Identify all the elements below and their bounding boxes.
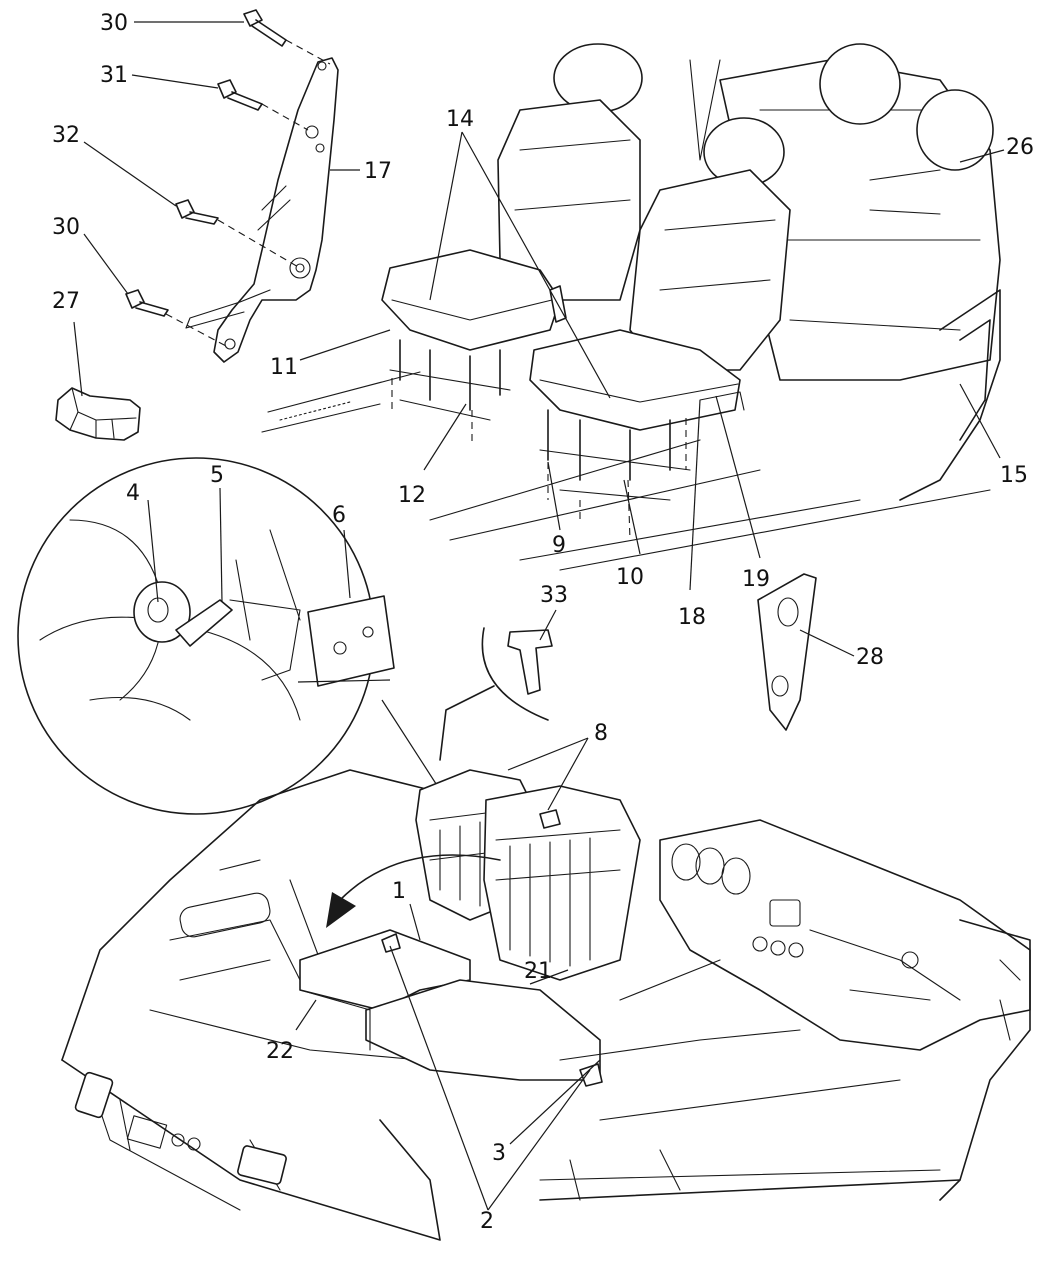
callout-1: 1 — [392, 879, 406, 904]
callout-12: 12 — [398, 483, 426, 508]
callout-2: 2 — [480, 1209, 494, 1234]
callout-32: 32 — [52, 123, 80, 148]
callout-5: 5 — [210, 463, 224, 488]
callout-27: 27 — [52, 289, 80, 314]
callout-15: 15 — [1000, 463, 1028, 488]
bolt-30-top — [243, 9, 287, 47]
callout-17: 17 — [364, 159, 392, 184]
callout-3: 3 — [492, 1141, 506, 1166]
callout-4: 4 — [126, 481, 140, 506]
callout-18: 18 — [678, 605, 706, 630]
callout-21: 21 — [524, 959, 552, 984]
callout-31: 31 — [100, 63, 128, 88]
callout-10: 10 — [616, 565, 644, 590]
bolt-30-bottom — [125, 289, 169, 317]
callout-11: 11 — [270, 355, 298, 380]
leader-lines — [73, 21, 1005, 1211]
callout-28: 28 — [856, 645, 884, 670]
callout-8: 8 — [594, 721, 608, 746]
handle-33-detail — [439, 627, 553, 761]
callout-9: 9 — [552, 533, 566, 558]
bolt-32 — [175, 199, 219, 225]
callout-19: 19 — [742, 567, 770, 592]
trim-panel-28 — [757, 573, 817, 731]
front-seats-assembly — [261, 43, 1001, 571]
bolt-31 — [217, 79, 263, 111]
callout-6: 6 — [332, 503, 346, 528]
callout-14: 14 — [446, 107, 474, 132]
hinge-bracket-17 — [185, 57, 339, 363]
detail-view-circle — [17, 457, 441, 815]
callout-labels: 30 31 32 30 27 17 14 26 11 12 15 4 5 6 9… — [52, 11, 1034, 1234]
callout-22: 22 — [266, 1039, 294, 1064]
clip-27 — [55, 387, 141, 441]
callout-30-bottom: 30 — [52, 215, 80, 240]
callout-30-top: 30 — [100, 11, 128, 36]
callout-26: 26 — [1006, 135, 1034, 160]
callout-33: 33 — [540, 583, 568, 608]
vehicle-interior-lower — [61, 769, 1031, 1241]
